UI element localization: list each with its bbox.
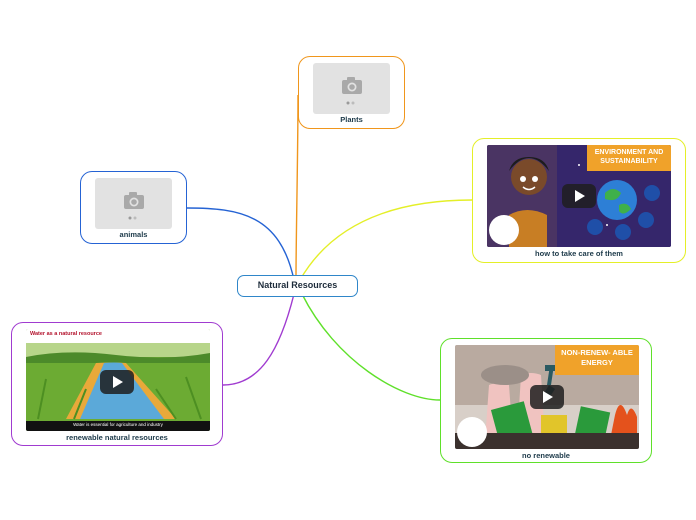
video-title: Water as a natural resource [30, 331, 102, 337]
image-placeholder [95, 178, 172, 229]
camera-icon [342, 77, 362, 105]
node-plants-label: Plants [340, 115, 363, 124]
video-banner: ENVIRONMENT AND SUSTAINABILITY [594, 149, 664, 165]
play-icon[interactable] [562, 184, 596, 208]
mascot-icon [457, 417, 487, 447]
link-nonrenewable [301, 293, 441, 401]
video-banner: NON-RENEW- ABLE ENERGY [561, 348, 633, 367]
node-plants[interactable]: Plants [298, 56, 405, 129]
video-subtitle: Water is essential for agriculture and i… [73, 422, 163, 427]
play-icon[interactable] [100, 370, 134, 394]
image-placeholder [313, 63, 390, 114]
node-nonrenewable[interactable]: NON-RENEW- ABLE ENERGY no renewable [440, 338, 652, 463]
video-thumbnail[interactable]: NON-RENEW- ABLE ENERGY [455, 345, 639, 449]
node-care[interactable]: ENVIRONMENT AND SUSTAINABILITY how to ta… [472, 138, 686, 263]
video-thumbnail[interactable]: ENVIRONMENT AND SUSTAINABILITY [487, 145, 671, 247]
node-renewable-label: renewable natural resources [66, 433, 168, 442]
video-thumbnail[interactable]: Water as a natural resource Water is ess… [26, 329, 210, 431]
link-animals [186, 207, 295, 281]
link-care [299, 199, 473, 281]
mascot-icon [489, 215, 519, 245]
link-plants [295, 94, 299, 278]
node-nonrenewable-label: no renewable [522, 451, 570, 460]
node-care-label: how to take care of them [535, 249, 623, 258]
node-renewable[interactable]: Water as a natural resource Water is ess… [11, 322, 223, 446]
link-renewable [222, 293, 295, 386]
node-animals[interactable]: animals [80, 171, 187, 244]
central-topic-label: Natural Resources [257, 280, 338, 290]
central-topic[interactable]: Natural Resources [237, 275, 358, 297]
camera-icon [124, 192, 144, 220]
play-icon[interactable] [530, 385, 564, 409]
node-animals-label: animals [119, 230, 148, 239]
